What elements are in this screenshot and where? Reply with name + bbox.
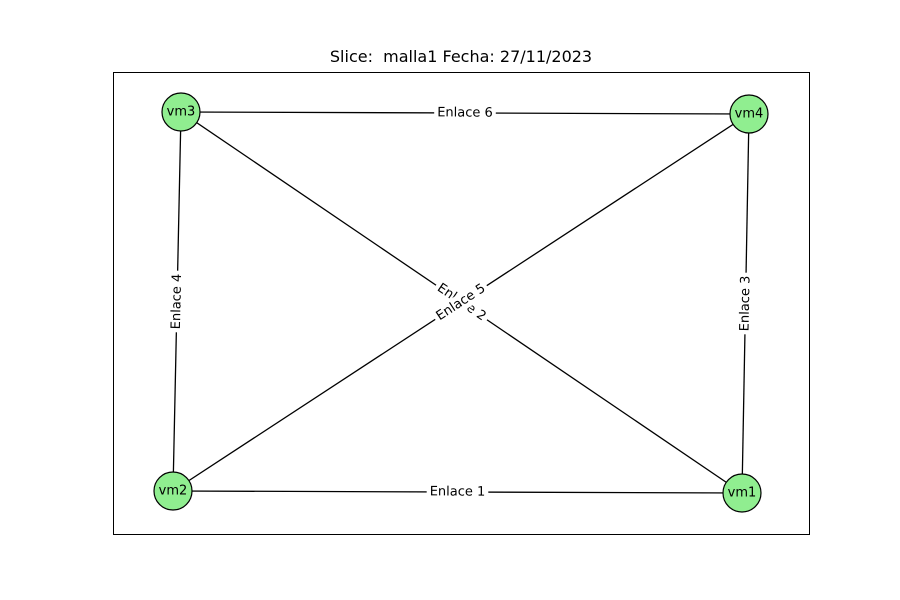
edge-label-group: Enlace 4 [167,270,187,333]
node-label-vm4: vm4 [735,107,764,122]
diagram-title: Slice: malla1 Fecha: 27/11/2023 [329,47,593,66]
edge-label-group: Enlace 6 [434,104,496,122]
edge-label-background [167,270,187,333]
node-label-vm3: vm3 [167,105,196,120]
edge-label-background [430,278,492,327]
node-vm3 [161,92,201,132]
edge-label-group: Enlace 1 [426,483,489,501]
edge-label: Enlace 4 [169,274,185,330]
node-vm2 [153,471,193,511]
node-label-vm2: vm2 [159,484,188,499]
edge-label-background [434,104,496,122]
edge-label: Enlace 6 [437,105,493,120]
plot-frame [113,72,810,535]
node-label-vm1: vm1 [728,486,757,501]
edge-label: Enlace 3 [737,276,753,332]
edge-label-group: Enlace 3 [736,272,755,335]
node-vm4 [729,94,769,134]
nodes-layer: vm1 vm2 vm3 vm4 [153,92,769,513]
edge-label-background [426,483,489,501]
edge-label-background [736,272,755,335]
node-vm1 [722,473,762,513]
edge-label: Enlace 1 [430,484,486,499]
